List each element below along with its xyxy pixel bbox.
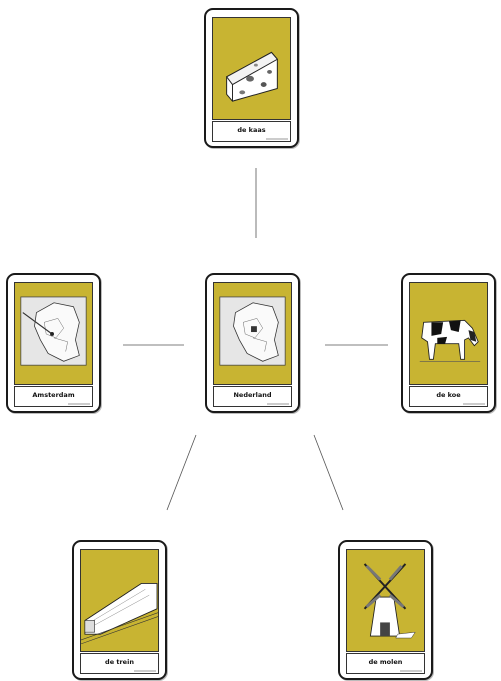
connector-molen <box>313 434 344 511</box>
card-label: Amsterdam <box>14 386 93 407</box>
connector-trein <box>166 434 197 511</box>
windmill-icon <box>346 549 425 652</box>
cow-icon <box>409 282 488 385</box>
card-trein[interactable]: de trein <box>72 540 167 680</box>
card-nederland[interactable]: Nederland <box>205 273 300 413</box>
netherlands-map-icon <box>14 282 93 385</box>
cheese-icon <box>212 17 291 120</box>
card-label: de molen <box>346 653 425 674</box>
card-label: de kaas <box>212 121 291 142</box>
netherlands-map-icon <box>213 282 292 385</box>
card-label: Nederland <box>213 386 292 407</box>
card-molen[interactable]: de molen <box>338 540 433 680</box>
card-kaas[interactable]: de kaas <box>204 8 299 148</box>
card-koe[interactable]: de koe <box>401 273 496 413</box>
card-label: de trein <box>80 653 159 674</box>
card-label: de koe <box>409 386 488 407</box>
card-amsterdam[interactable]: Amsterdam <box>6 273 101 413</box>
train-icon <box>80 549 159 652</box>
